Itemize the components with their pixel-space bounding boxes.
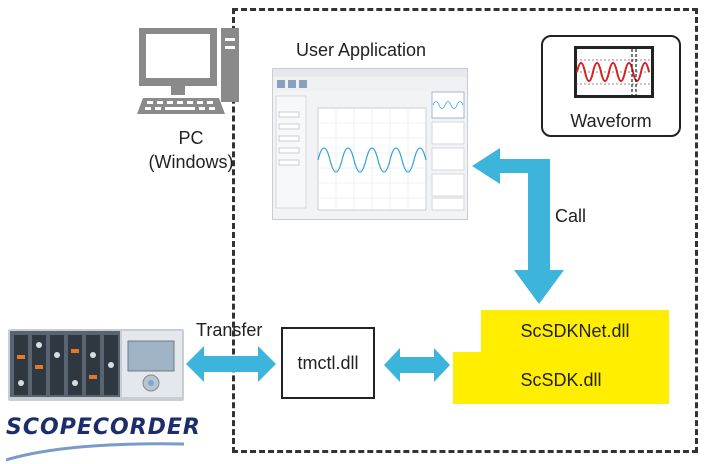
tmctl-dll-box: tmctl.dll xyxy=(281,327,375,399)
waveform-icon xyxy=(574,46,654,98)
transfer-arrow xyxy=(186,346,276,382)
app-screenshot-icon xyxy=(272,68,468,220)
application-boundary xyxy=(232,8,698,453)
waveform-label: Waveform xyxy=(570,111,652,131)
call-label: Call xyxy=(555,206,587,226)
scopecorder-device-icon xyxy=(8,329,184,401)
pc-text: PC xyxy=(178,128,204,148)
scsdknet-block xyxy=(481,310,669,360)
scopecorder-logo: SCOPECORDER xyxy=(6,415,201,440)
scsdknet-dll-label: ScSDKNet.dll xyxy=(520,321,630,341)
pc-label: PC (Windows) xyxy=(136,126,246,174)
transfer-label: Transfer xyxy=(196,320,263,340)
scopecorder-swoosh xyxy=(6,442,185,462)
sdk-link-arrow xyxy=(384,348,450,382)
windows-text: (Windows) xyxy=(148,152,234,172)
scsdk-dll-label: ScSDK.dll xyxy=(520,370,602,390)
pc-icon xyxy=(137,28,239,114)
scsdk-block xyxy=(453,352,669,404)
user-application-label: User Application xyxy=(296,40,427,60)
call-arrow xyxy=(472,148,564,304)
tmctl-dll-label: tmctl.dll xyxy=(297,352,359,373)
